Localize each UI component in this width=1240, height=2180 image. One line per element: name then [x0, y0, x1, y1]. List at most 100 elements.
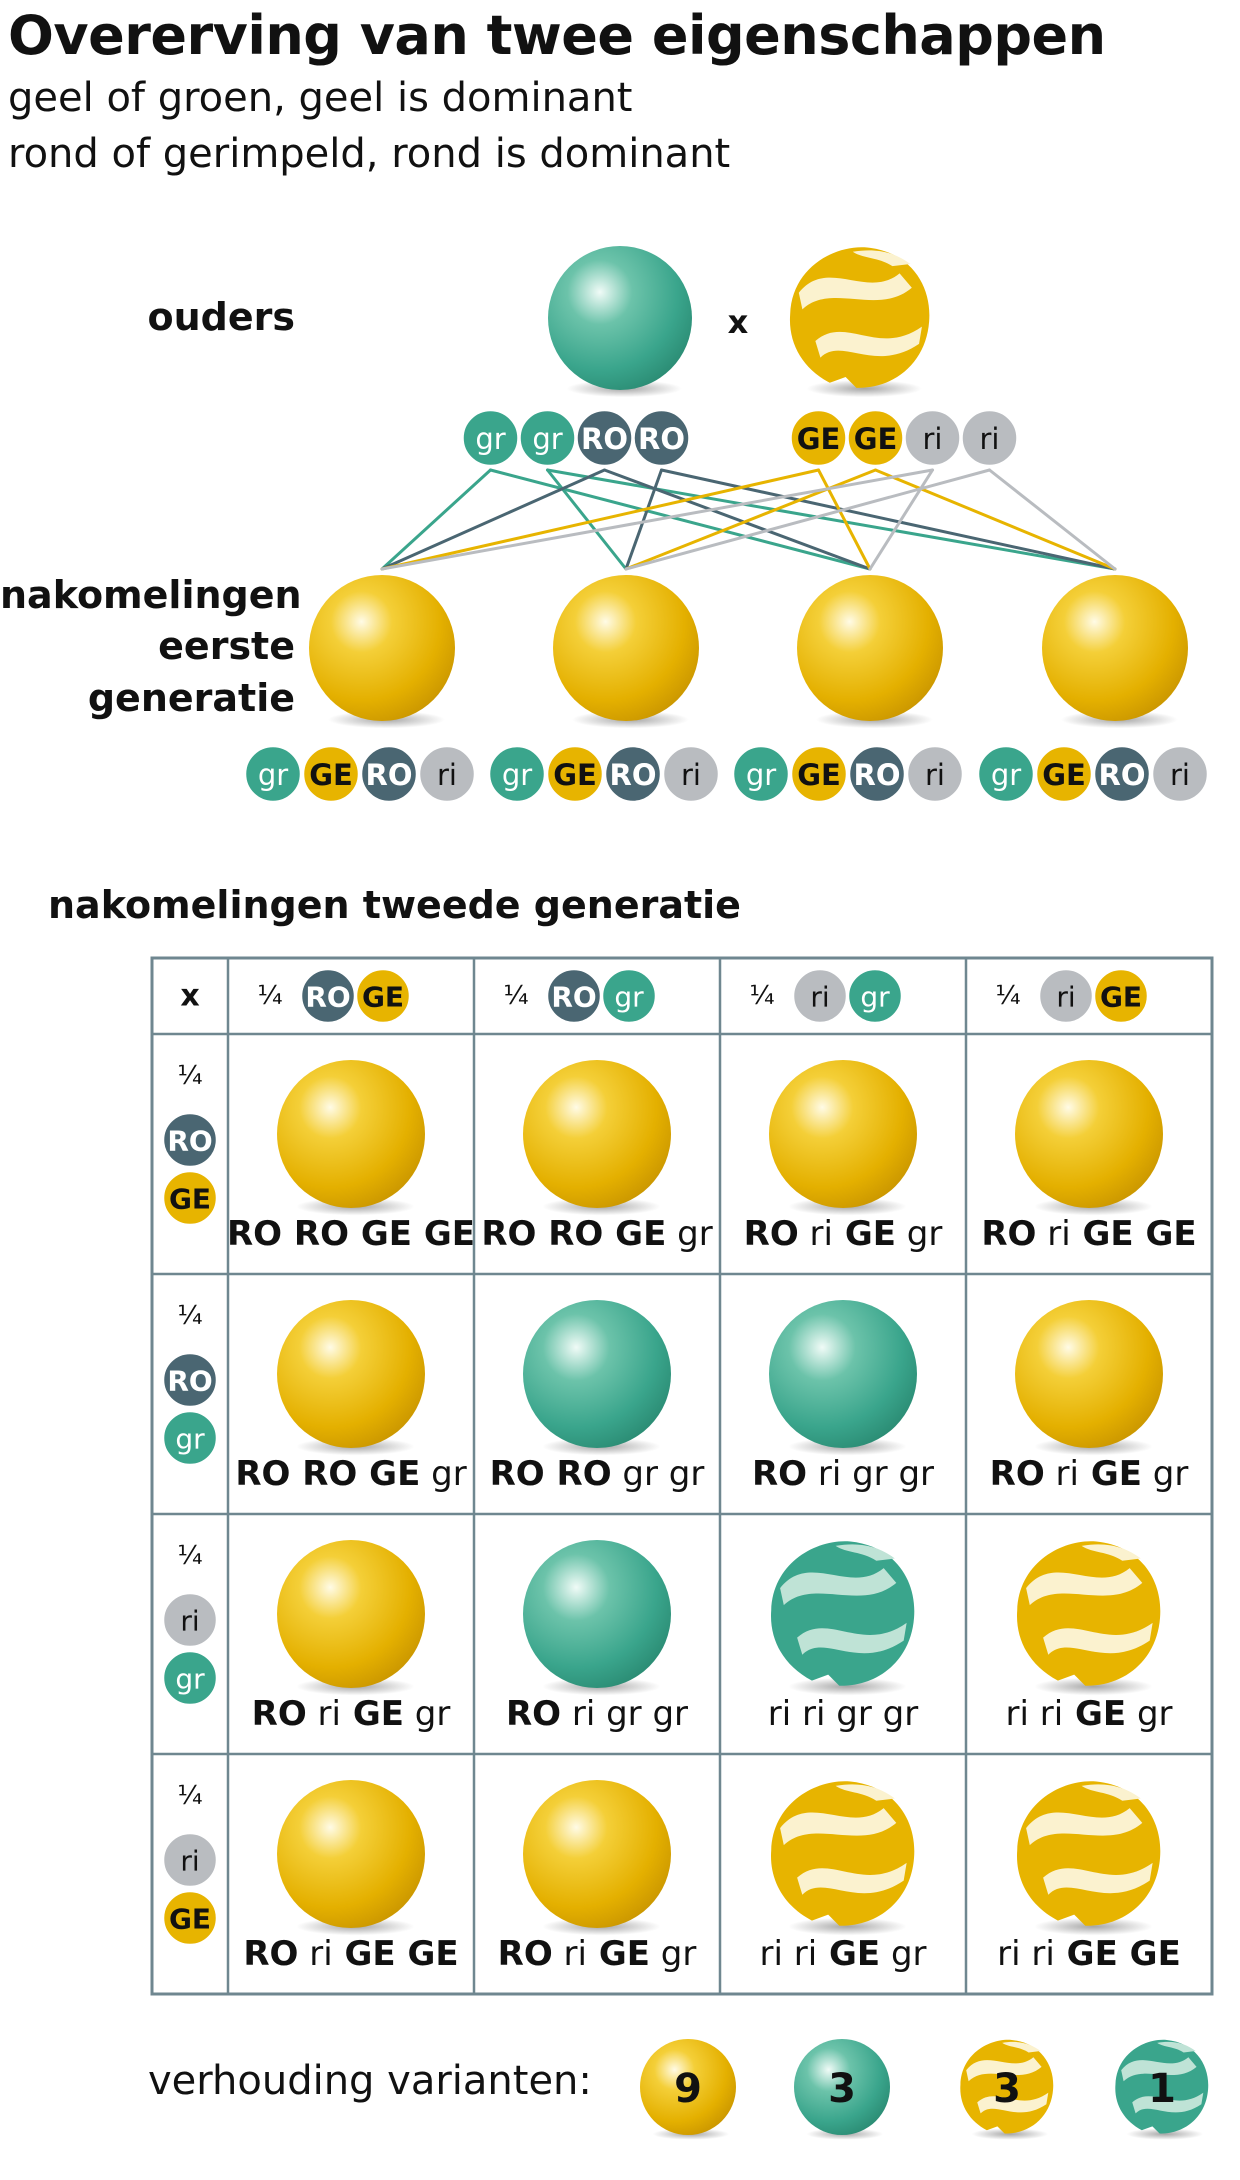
genotype-allele: gr: [880, 1934, 926, 1974]
allele-chip-label: ri: [437, 758, 457, 792]
allele-chip-gr: gr: [243, 744, 303, 804]
genotype-allele: GE: [603, 1214, 666, 1254]
genotype-allele: GE: [1118, 1934, 1181, 1974]
allele-chip-GE: GE: [545, 744, 605, 804]
ratio-pea-yellow-round: [640, 2039, 736, 2140]
allele-chip-circle: [161, 1889, 219, 1947]
ratio-count: 3: [993, 2066, 1021, 2112]
allele-chip-label: ri: [810, 981, 829, 1014]
allele-chip-label: GE: [854, 422, 898, 456]
genotype-allele: GE: [341, 1694, 404, 1734]
ratio-label: verhouding varianten:: [148, 2058, 592, 2104]
allele-chip-circle: [243, 744, 303, 804]
allele-chip-circle: [1092, 744, 1152, 804]
allele-chip-circle: [976, 744, 1036, 804]
allele-chip-label: ri: [681, 758, 701, 792]
allele-chip-label: gr: [746, 758, 776, 792]
punnett-cell-genotype: RO ri GE GE: [243, 1934, 458, 1974]
punnett-square: [150, 956, 1214, 1996]
genotype-allele: RO: [227, 1214, 282, 1254]
allele-line: [874, 468, 1117, 571]
allele-chip-label: ri: [980, 422, 1000, 456]
f1-label-line-3: generatie: [87, 675, 295, 720]
genotype-allele: RO: [290, 1454, 357, 1494]
allele-line: [380, 468, 820, 571]
allele-chip-circle: [846, 967, 904, 1025]
wrinkle-highlight: [815, 326, 922, 358]
allele-chip-GE: GE: [1034, 744, 1094, 804]
allele-chip-label: gr: [502, 758, 532, 792]
genotype-allele: RO: [545, 1454, 612, 1494]
header-gamete-chip-GE: GE: [1092, 967, 1150, 1025]
genotype-allele: gr: [1142, 1454, 1188, 1494]
wrinkle-highlight: [780, 1808, 897, 1846]
wrinkle-highlight: [1043, 1862, 1153, 1895]
genotype-allele: RO: [235, 1454, 290, 1494]
wrinkle-highlight: [1002, 2041, 1041, 2053]
wrinkle-highlight: [852, 250, 911, 267]
allele-chip-label: RO: [167, 1125, 212, 1158]
genotype-allele: GE: [1055, 1934, 1118, 1974]
pea-body: [769, 1060, 917, 1208]
punnett-cell-pea: [1017, 1781, 1161, 1936]
allele-line: [546, 468, 628, 571]
allele-chip-circle: [1034, 744, 1094, 804]
f1-pea-2: [553, 575, 699, 729]
genotype-allele: RO: [252, 1694, 307, 1734]
punnett-cell-genotype: ri ri GE gr: [759, 1934, 926, 1974]
genotype-allele: RO: [498, 1934, 553, 1974]
genotype-allele: gr: [896, 1214, 942, 1254]
allele-chip-label: ri: [1170, 758, 1190, 792]
side-gamete-chip-gr: gr: [161, 1409, 219, 1467]
wrinkle-highlight: [1043, 1622, 1153, 1655]
allele-chip-label: RO: [366, 758, 413, 792]
wrinkle-highlight: [780, 1568, 897, 1606]
wrinkled-pea-body: [771, 1781, 915, 1926]
punnett-cell-genotype: RO ri GE gr: [252, 1694, 451, 1734]
wrinkle-highlight: [1121, 2057, 1197, 2082]
allele-chip-circle: [905, 744, 965, 804]
side-gamete-chip-ri: ri: [161, 1831, 219, 1889]
allele-chip-label: GE: [553, 758, 597, 792]
pea-body: [277, 1060, 425, 1208]
pea-shadow: [1034, 1677, 1153, 1696]
pea-shadow: [788, 1677, 907, 1696]
gamete-quarter-label: ¼: [749, 981, 774, 1011]
side-gamete-chip-RO: RO: [161, 1111, 219, 1169]
allele-chip-label: GE: [169, 1183, 211, 1216]
punnett-cell-genotype: RO RO GE gr: [235, 1454, 466, 1494]
punnett-cell-genotype: RO RO gr gr: [490, 1454, 705, 1494]
allele-chip-label: GE: [1042, 758, 1086, 792]
allele-connection-lines: [380, 468, 1117, 571]
genotype-allele: ri: [759, 1934, 782, 1974]
genotype-allele: ri: [799, 1214, 833, 1254]
allele-line: [546, 468, 1117, 571]
genotype-allele: gr: [825, 1694, 871, 1734]
punnett-cell-pea: [277, 1300, 425, 1456]
allele-chip-ri: ri: [417, 744, 477, 804]
genotype-allele: gr: [595, 1694, 641, 1734]
allele-chip-ri: ri: [903, 408, 962, 468]
pea-body: [553, 575, 699, 721]
gamete-quarter-label: ¼: [177, 1061, 202, 1091]
wrinkle-highlight: [977, 2092, 1049, 2114]
allele-chip-gr: gr: [461, 408, 520, 468]
allele-line: [817, 468, 872, 571]
gamete-quarter-label: ¼: [177, 1301, 202, 1331]
pea-body: [523, 1540, 671, 1688]
allele-chip-circle: [603, 744, 663, 804]
subtitle-line-shape: rond of gerimpeld, rond is dominant: [8, 131, 731, 177]
pea-shadow: [788, 1917, 907, 1936]
allele-chip-ri: ri: [1150, 744, 1210, 804]
allele-chip-label: RO: [854, 758, 901, 792]
genotype-allele: ri: [561, 1694, 595, 1734]
ratio-count: 1: [1148, 2066, 1176, 2112]
allele-chip-RO: RO: [359, 744, 419, 804]
allele-line: [988, 468, 1117, 571]
allele-chip-label: RO: [610, 758, 657, 792]
side-gamete-chip-GE: GE: [161, 1169, 219, 1227]
pea-body: [523, 1300, 671, 1448]
allele-chip-circle: [161, 1351, 219, 1409]
